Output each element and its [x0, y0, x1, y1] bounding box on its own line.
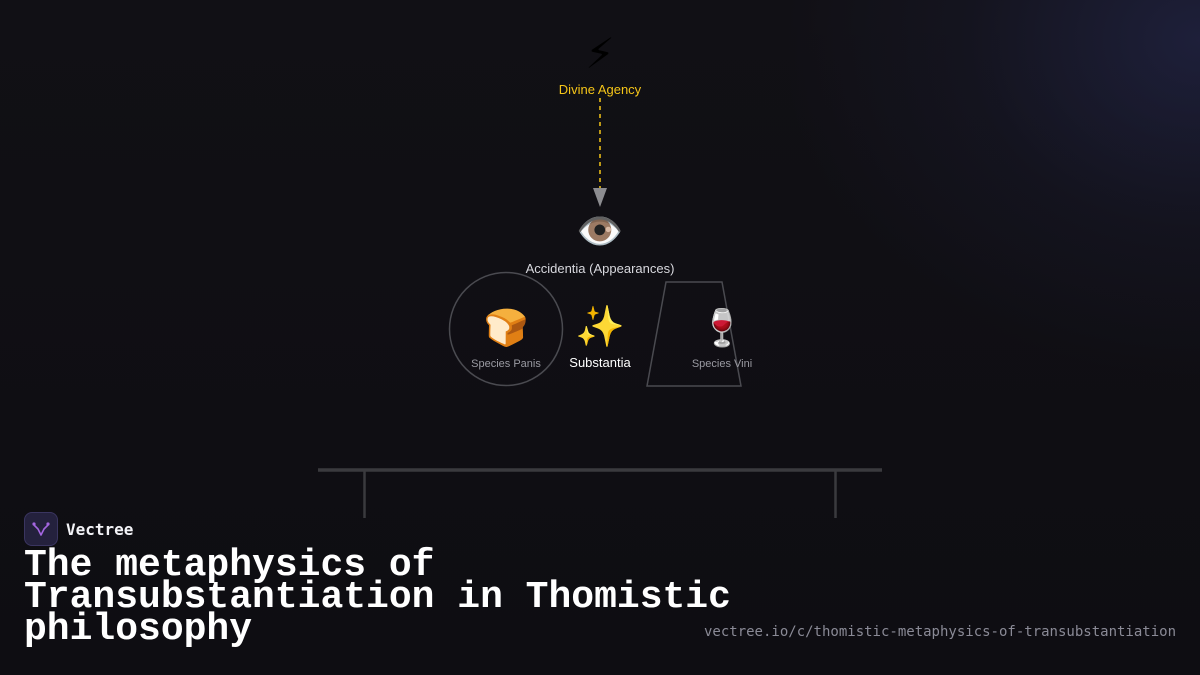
species-panis-label: Species Panis: [471, 358, 541, 370]
page-title: The metaphysics of Transubstantiation in…: [24, 544, 731, 651]
accidentia-label: Accidentia (Appearances): [526, 261, 675, 276]
wine-glass-icon: 🍷: [700, 307, 745, 349]
altar-table: [318, 468, 882, 518]
sparkles-icon: ✨: [575, 304, 625, 350]
divine-agency-node: ⚡ Divine Agency: [559, 29, 642, 97]
lightning-icon: ⚡: [585, 29, 615, 78]
divine-agency-label: Divine Agency: [559, 82, 642, 97]
host-circle: [448, 271, 564, 387]
accidentia-node: 👁️ Accidentia (Appearances): [526, 209, 675, 276]
arrow-head: [593, 188, 607, 207]
species-panis-node: 🍞 Species Panis: [448, 271, 564, 387]
chalice-shape: [646, 281, 742, 387]
species-vini-label: Species Vini: [692, 358, 752, 370]
page-url[interactable]: vectree.io/c/thomistic-metaphysics-of-tr…: [703, 624, 1176, 640]
brand: Vectree: [24, 512, 133, 546]
bread-icon: 🍞: [484, 307, 529, 349]
eye-icon: 👁️: [576, 209, 623, 253]
species-vini-node: 🍷 Species Vini: [646, 281, 752, 387]
substantia-node: ✨ Substantia: [569, 304, 631, 370]
brand-name: Vectree: [66, 519, 134, 539]
substantia-label: Substantia: [569, 355, 631, 370]
vectree-logo-icon: [24, 512, 58, 546]
